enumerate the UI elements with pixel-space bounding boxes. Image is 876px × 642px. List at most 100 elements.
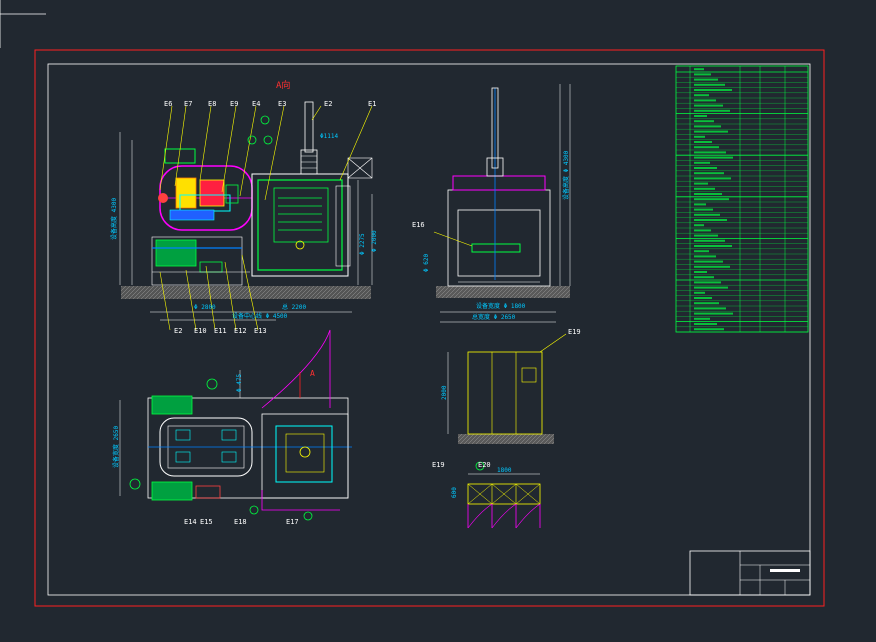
dim-center: 设备中心线 Φ 4500: [232, 313, 288, 320]
inner-frame: [47, 63, 811, 596]
table-cell-mark: [694, 78, 718, 81]
side-dim-total: 总宽度 Φ 2650: [472, 314, 516, 321]
table-cell-mark: [694, 297, 712, 299]
top-view: [119, 329, 352, 521]
callout-e8: E8: [208, 100, 217, 108]
callout-bottom-e13: E13: [254, 327, 267, 335]
callout-bottom-e10: E10: [194, 327, 207, 335]
top-callout-e18: E18: [234, 518, 247, 526]
callout-e7: E7: [184, 100, 193, 108]
top-callout-e14: E14: [184, 518, 197, 526]
parts-table: [675, 65, 809, 333]
table-cell-mark: [694, 182, 708, 185]
table-cell-mark: [694, 317, 710, 320]
table-cell-mark: [694, 83, 725, 86]
top-callout-e17: E17: [286, 518, 299, 526]
table-cell-mark: [694, 239, 725, 242]
callout-bottom-e12: E12: [234, 327, 247, 335]
table-cell-mark: [694, 271, 707, 273]
table-cell-mark: [694, 208, 713, 211]
table-cell-mark: [694, 234, 718, 237]
table-cell-mark: [694, 291, 705, 294]
table-cell-mark: [694, 167, 717, 169]
side-callout-e16: E16: [412, 221, 425, 229]
dim-pipe: Φ1114: [320, 133, 339, 140]
table-cell-mark: [694, 146, 719, 149]
table-cell-mark: [694, 99, 716, 102]
cabinet-side-callout-e19: E19: [432, 461, 445, 469]
table-cell-mark: [694, 286, 728, 289]
callout-bottom-e2: E2: [174, 327, 183, 335]
front-view-label: A向: [276, 81, 291, 91]
table-cell-mark: [694, 193, 722, 195]
table-cell-mark: [694, 68, 704, 71]
top-dim-small: Φ 475: [236, 373, 243, 392]
table-cell-mark: [694, 203, 706, 206]
table-cell-mark: [694, 265, 730, 268]
table-cell-mark: [694, 172, 724, 175]
top-section-label: A: [310, 369, 315, 378]
top-callout-e15: E15: [200, 518, 213, 526]
side-dim-height: 设备高度 Φ 4300: [563, 150, 570, 200]
table-cell-mark: [694, 281, 721, 284]
callout-bottom-e11: E11: [214, 327, 227, 335]
table-cell-mark: [694, 151, 726, 154]
table-cell-mark: [694, 141, 712, 143]
top-dim-width: 设备宽度 2650: [113, 425, 120, 468]
table-cell-mark: [694, 312, 733, 315]
side-dim-small: Φ 620: [423, 253, 430, 272]
table-cell-mark: [694, 323, 717, 325]
table-cell-mark: [694, 115, 707, 117]
outer-frame: [34, 49, 825, 607]
table-rows: [676, 68, 808, 333]
table-cell-mark: [694, 213, 720, 216]
table-cell-mark: [694, 229, 711, 232]
table-cell-mark: [694, 94, 709, 97]
table-cell-mark: [694, 245, 732, 247]
table-cell-mark: [694, 135, 705, 138]
table-cell-mark: [694, 156, 733, 159]
callout-e1: E1: [368, 100, 377, 108]
table-cell-mark: [694, 125, 721, 128]
table-cell-mark: [694, 255, 716, 258]
cabinet-dim-height: 2000: [441, 385, 448, 400]
side-view: [433, 84, 571, 323]
table-cell-mark: [694, 328, 724, 331]
front-view: [119, 101, 373, 331]
side-dim-width: 设备宽度 Φ 1800: [476, 303, 526, 310]
dim-sub: Φ 2800: [194, 304, 216, 311]
callout-e4: E4: [252, 100, 261, 108]
callout-e9: E9: [230, 100, 239, 108]
table-cell-mark: [694, 250, 709, 253]
table-cell-mark: [694, 219, 727, 221]
table-cell-mark: [694, 276, 714, 279]
table-cell-mark: [694, 260, 723, 263]
dim-height-right: Φ 2275: [359, 233, 366, 255]
callout-e2: E2: [324, 100, 333, 108]
table-cell-mark: [694, 187, 715, 190]
dim-height-left: 设备高度 4300: [111, 197, 118, 240]
callout-e6: E6: [164, 100, 173, 108]
table-cell-mark: [694, 177, 731, 180]
table-cell-mark: [694, 224, 704, 227]
cabinet-dim-small: 600: [451, 487, 458, 498]
table-cell-mark: [694, 73, 711, 76]
table-cell-mark: [694, 104, 723, 107]
cabinet-dim-width: 1800: [497, 467, 512, 474]
callout-e3: E3: [278, 100, 287, 108]
table-cell-mark: [694, 130, 728, 133]
table-cell-mark: [694, 109, 730, 112]
electrical-cabinet: [447, 333, 567, 529]
cabinet-side-callout-e20: E20: [478, 461, 491, 469]
dim-overall: 总 2200: [282, 304, 307, 311]
table-cell-mark: [694, 161, 710, 164]
title-block: [689, 550, 811, 596]
table-cell-mark: [694, 89, 732, 91]
table-cell-mark: [694, 307, 726, 310]
table-cell-mark: [694, 120, 714, 123]
table-cell-mark: [694, 302, 719, 305]
dim-height-small: Φ 2000: [371, 230, 378, 252]
ucs-icon: [0, 0, 46, 48]
cabinet-callout: E19: [568, 328, 581, 336]
